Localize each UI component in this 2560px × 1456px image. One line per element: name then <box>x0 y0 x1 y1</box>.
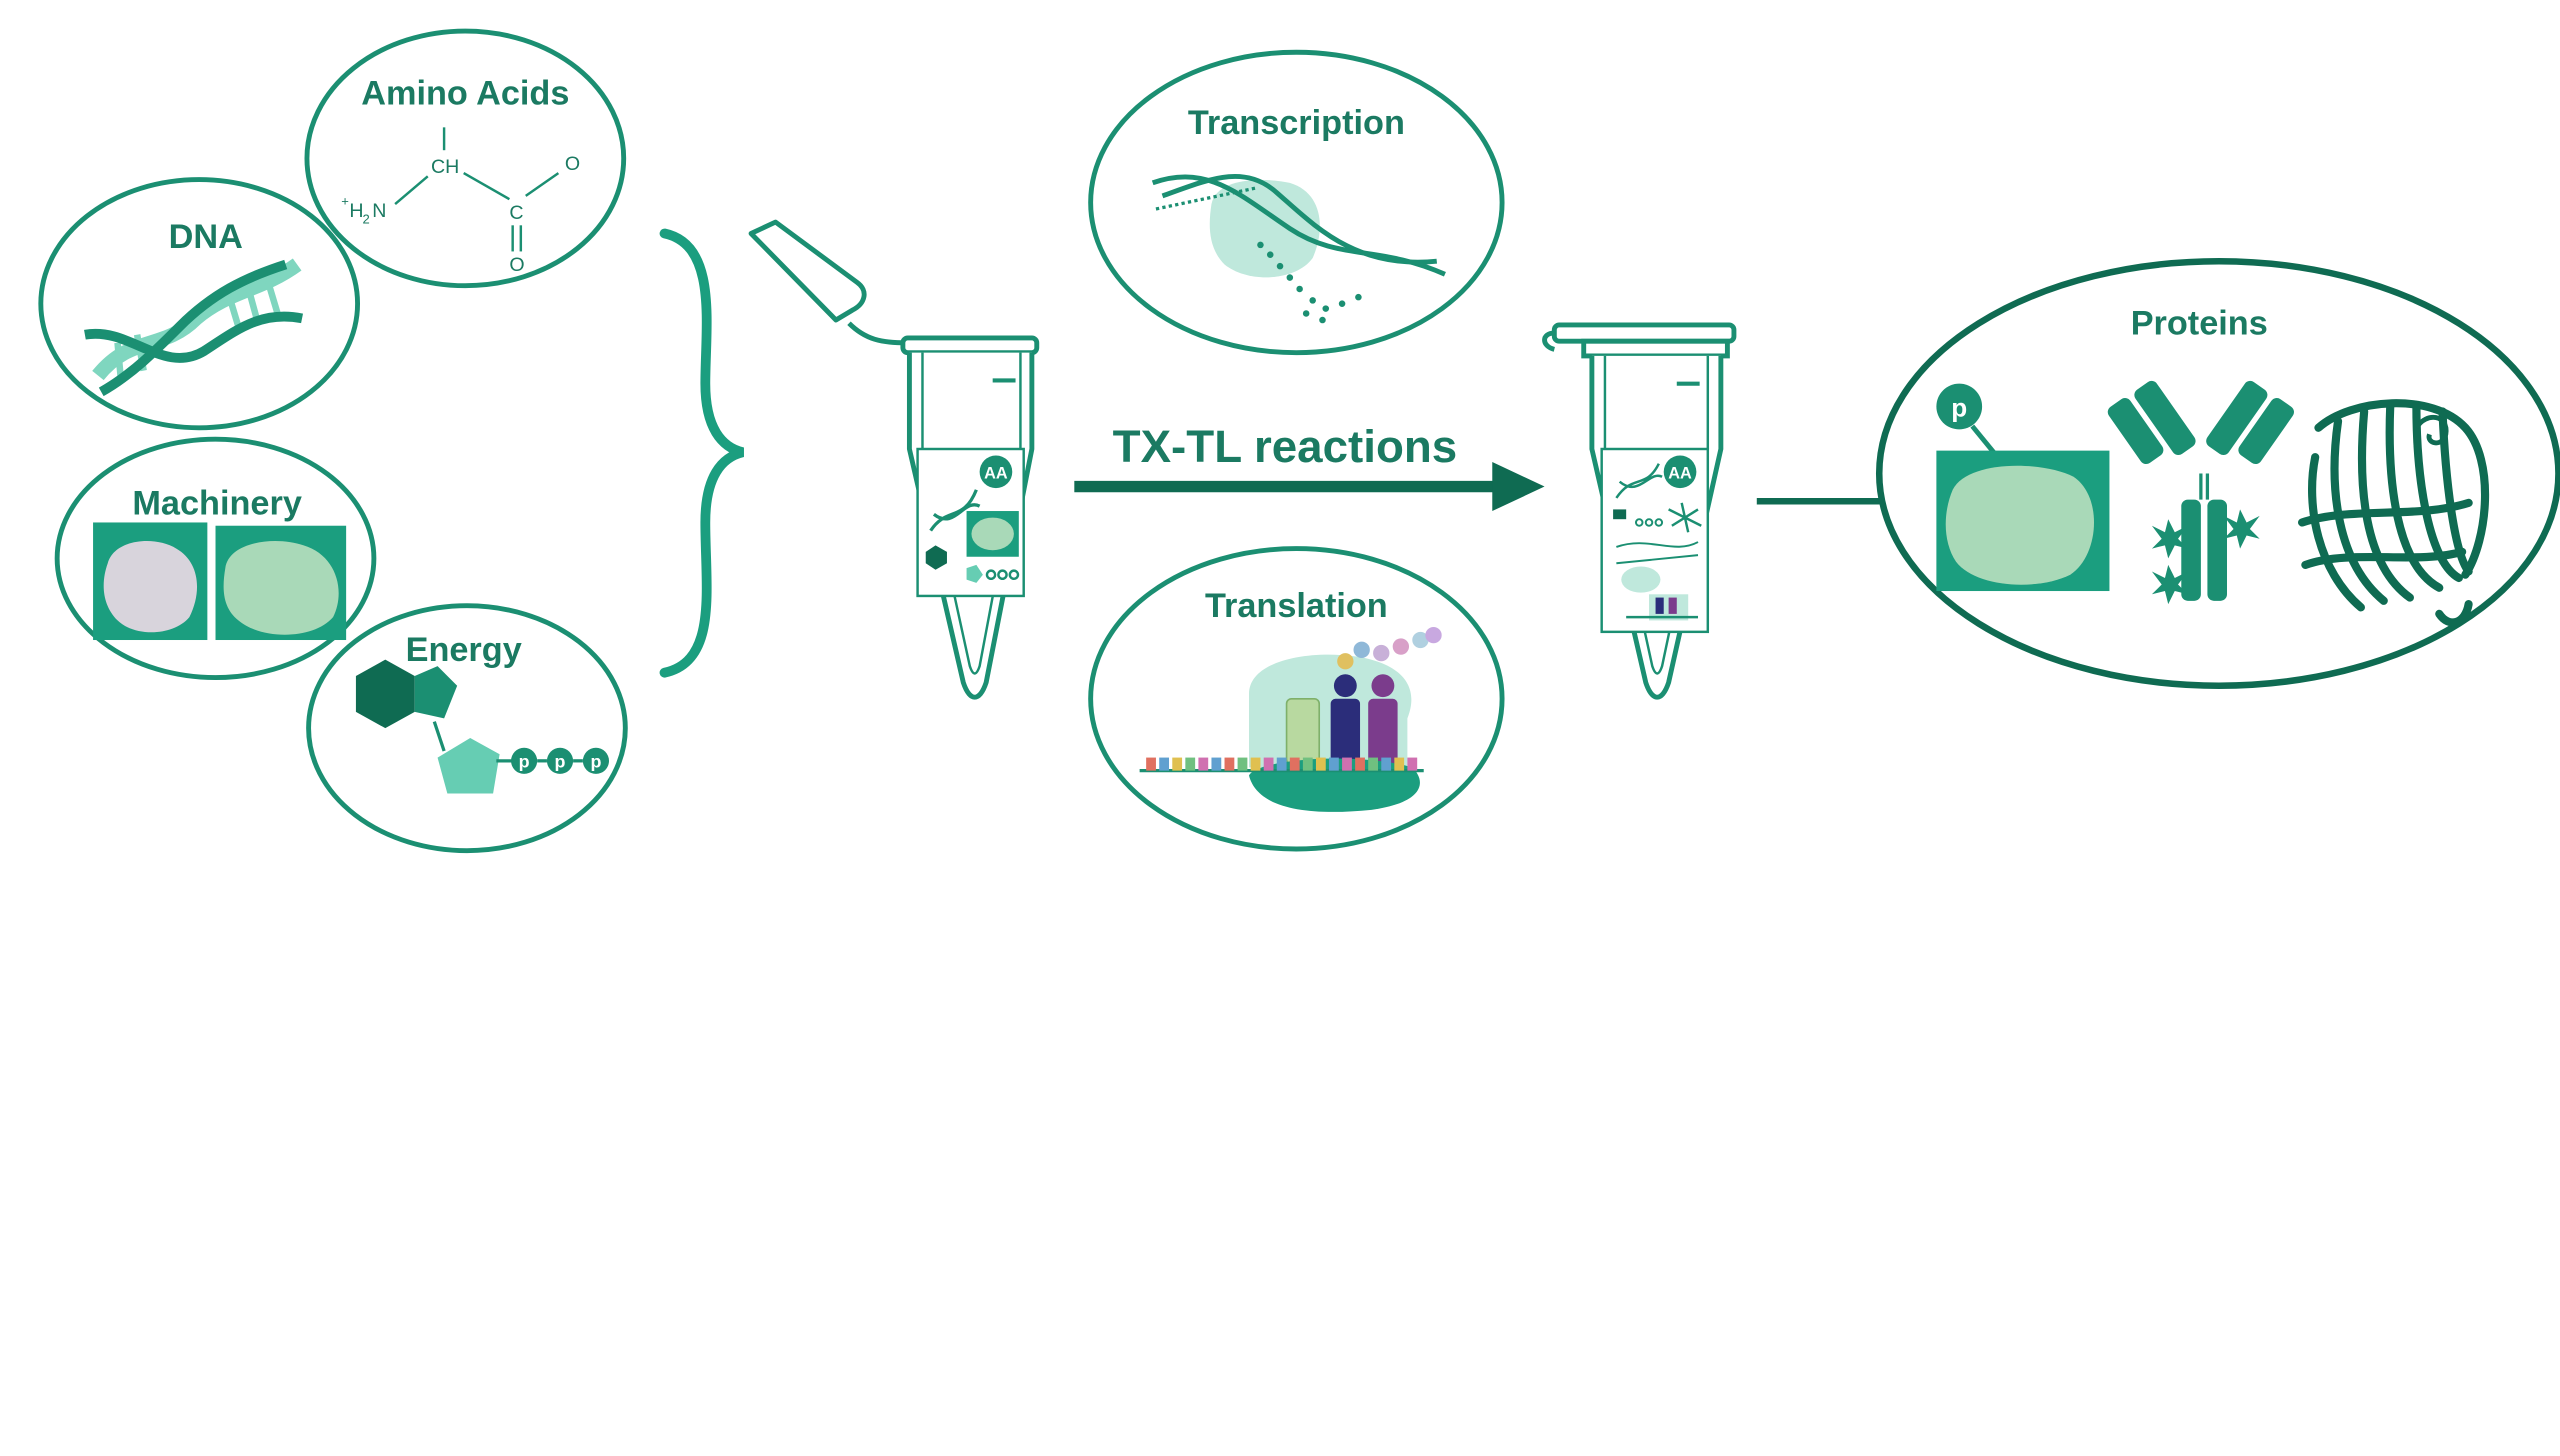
mini-atp-hexagon-icon <box>925 545 947 570</box>
phosphate-2-icon <box>546 747 574 774</box>
ribosome-blob-right <box>223 540 339 635</box>
amino-o-top-label: O <box>565 153 580 175</box>
amino-acids-title: Amino Acids <box>361 74 569 112</box>
rna-polymerase-blob-icon <box>1209 179 1320 278</box>
dna-title: DNA <box>169 218 243 256</box>
curly-brace <box>659 228 745 678</box>
phospho-badge-icon <box>1936 383 1983 430</box>
amino-acids-ellipse <box>304 28 627 289</box>
purine-pentagon-icon <box>414 666 458 719</box>
amino-sub2-label: 2 <box>362 212 369 227</box>
amino-o-bottom-label: O <box>509 254 524 276</box>
amino-n-label: N <box>372 200 386 222</box>
reactant-tube-badge: AA <box>984 464 1008 482</box>
rna-transcript-icon <box>1257 241 1362 324</box>
trna-site-a <box>1285 697 1321 765</box>
amino-plus-label: + <box>341 194 349 209</box>
ribose-pentagon-icon <box>437 737 500 794</box>
diagram-svg: Amino Acids CH + H 2 N C O O DNA <box>38 28 2560 854</box>
energy-title: Energy <box>406 631 522 669</box>
arrow-head-icon <box>1492 462 1545 512</box>
dna-helix-icon <box>84 258 304 397</box>
trna-site-e <box>1368 698 1398 765</box>
machinery-group: Machinery <box>54 436 377 681</box>
phosphate-1-label: p <box>519 751 530 771</box>
reaction-arrow: TX-TL reactions <box>1074 421 1545 512</box>
product-tube-badge: AA <box>1668 464 1692 482</box>
product-tube: AA <box>1542 322 1737 700</box>
phosphate-1-icon <box>511 747 538 774</box>
reaction-arrow-label: TX-TL reactions <box>1113 421 1458 472</box>
product-amino-acid-badge-icon <box>1663 455 1697 489</box>
trna-site-p <box>1330 698 1361 765</box>
amino-acids-group: Amino Acids CH + H 2 N C O O <box>304 28 627 289</box>
mini-dna-icon <box>929 489 981 532</box>
antibody-icon <box>2107 380 2294 605</box>
amino-ch-label: CH <box>431 156 459 178</box>
purine-hexagon-icon <box>355 659 415 729</box>
beta-barrel-protein-icon <box>2298 399 2490 627</box>
amino-c-label: C <box>509 202 523 224</box>
phosphate-3-label: p <box>590 751 601 771</box>
phosphate-3-icon <box>582 747 609 774</box>
energy-group: Energy p p p <box>306 603 628 854</box>
phosphate-2-label: p <box>555 751 566 771</box>
amino-h-label: H <box>349 200 363 222</box>
transcription-title: Transcription <box>1188 104 1405 142</box>
translation-title: Translation <box>1205 587 1388 625</box>
dna-group: DNA <box>38 177 361 431</box>
mrna-strand-icon <box>1139 757 1424 773</box>
proteins-title: Proteins <box>2131 305 2268 343</box>
dna-strand-icon <box>1151 174 1446 277</box>
amino-acid-badge-icon <box>979 455 1013 489</box>
translation-group: Translation <box>1088 546 1505 852</box>
peptide-chain-icon <box>1337 626 1442 670</box>
transcription-group: Transcription <box>1088 49 1505 356</box>
amino-acid-structure <box>394 127 560 252</box>
machinery-title: Machinery <box>132 484 302 522</box>
reactant-tube: AA <box>748 219 1040 700</box>
tube-lid-icon <box>748 219 867 323</box>
ribosome-blob-left <box>103 541 198 633</box>
proteins-group: Proteins p <box>1876 258 2560 689</box>
phospho-badge-label: p <box>1951 392 1967 422</box>
